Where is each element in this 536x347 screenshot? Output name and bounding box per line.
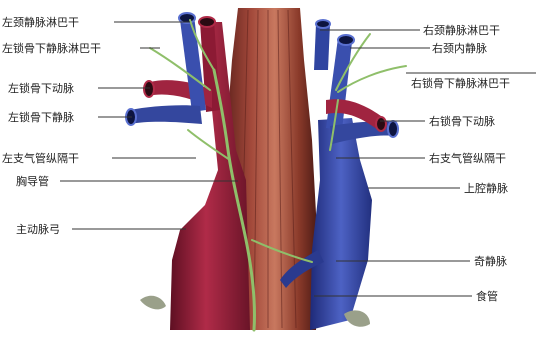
left-subclavian-artery-opening xyxy=(144,81,154,97)
label-azygos-vein: 奇静脉 xyxy=(474,254,507,268)
right-subclavian-vein-opening xyxy=(388,121,398,137)
label-left-subclavian-artery: 左锁骨下动脉 xyxy=(8,81,74,95)
right-jugular-top-opening xyxy=(316,20,330,28)
lower-lymph-node-left xyxy=(140,296,166,310)
right-jugular-vein-top xyxy=(314,24,330,70)
label-left-subclavian-vein-lymph-trunk: 左锁骨下静脉淋巴干 xyxy=(2,41,101,55)
label-left-bronchomediastinal-trunk: 左支气管纵隔干 xyxy=(2,151,79,165)
left-subclavian-vein xyxy=(130,105,202,124)
lower-lymph-node-right xyxy=(344,310,370,326)
label-right-jugular-lymph-trunk: 右颈静脉淋巴干 xyxy=(423,23,500,37)
label-right-subclavian-vein-lymph-trunk: 右锁骨下静脉淋巴干 xyxy=(411,76,510,90)
label-right-bronchomediastinal-trunk: 右支气管纵隔干 xyxy=(429,151,506,165)
left-common-carotid-opening xyxy=(199,17,215,27)
superior-vena-cava xyxy=(310,118,372,330)
label-thoracic-duct: 胸导管 xyxy=(16,174,49,188)
right-subclavian-artery-opening xyxy=(376,117,386,131)
label-right-internal-jugular-vein: 右颈内静脉 xyxy=(432,41,487,55)
right-internal-jugular-opening xyxy=(338,35,354,45)
label-superior-vena-cava: 上腔静脉 xyxy=(464,181,508,195)
label-right-subclavian-artery: 右锁骨下动脉 xyxy=(429,114,495,128)
label-left-subclavian-vein: 左锁骨下静脉 xyxy=(8,110,74,124)
label-aortic-arch: 主动脉弓 xyxy=(16,222,60,236)
label-esophagus: 食管 xyxy=(476,289,498,303)
label-left-jugular-lymph-trunk: 左颈静脉淋巴干 xyxy=(2,15,79,29)
